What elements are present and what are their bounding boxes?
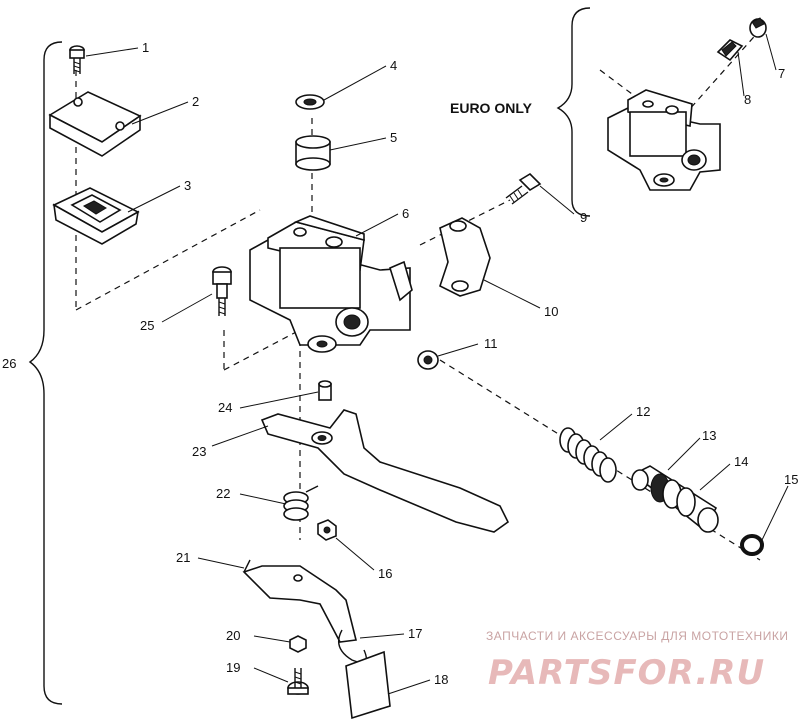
callout-1: 1 <box>142 40 149 55</box>
callout-12: 12 <box>636 404 650 419</box>
tag-18 <box>345 650 391 720</box>
euro-only-label: EURO ONLY <box>450 100 533 116</box>
screw-19 <box>287 668 309 695</box>
bracket-26 <box>28 41 63 705</box>
euro-master-cylinder <box>607 89 721 191</box>
lever-23 <box>260 409 510 533</box>
watermark-brand: PARTSFOR.RU <box>488 653 765 693</box>
callout-24: 24 <box>218 400 232 415</box>
washer-11 <box>417 350 439 370</box>
callout-22: 22 <box>216 486 230 501</box>
callout-20: 20 <box>226 628 240 643</box>
callout-9: 9 <box>580 210 587 225</box>
bolt-9 <box>505 172 542 205</box>
switch-bracket-21 <box>242 559 357 643</box>
washer-4 <box>295 94 325 110</box>
callout-14: 14 <box>734 454 748 469</box>
callout-4: 4 <box>390 58 397 73</box>
callout-21: 21 <box>176 550 190 565</box>
callout-17: 17 <box>408 626 422 641</box>
callout-26: 26 <box>2 356 16 371</box>
callout-25: 25 <box>140 318 154 333</box>
callout-5: 5 <box>390 130 397 145</box>
callout-8: 8 <box>744 92 751 107</box>
callout-13: 13 <box>702 428 716 443</box>
bolt-25 <box>212 266 232 316</box>
callout-labels: 1 2 3 4 5 6 7 8 9 10 11 12 13 14 15 16 1… <box>2 40 798 687</box>
diaphragm-3 <box>52 187 140 245</box>
callout-10: 10 <box>544 304 558 319</box>
snap-ring-15 <box>740 534 764 556</box>
callout-23: 23 <box>192 444 206 459</box>
bushing-5 <box>295 135 331 171</box>
nut-16 <box>317 519 337 541</box>
master-cylinder-6 <box>249 215 413 353</box>
callout-2: 2 <box>192 94 199 109</box>
callout-19: 19 <box>226 660 240 675</box>
bleeder-cap-7 <box>749 17 767 38</box>
leader-lines <box>85 33 789 695</box>
spring-22 <box>283 485 319 521</box>
watermark: ЗАПЧАСТИ И АКСЕССУАРЫ ДЛЯ МОТОТЕХНИКИ PA… <box>486 629 788 693</box>
callout-6: 6 <box>402 206 409 221</box>
watermark-caption: ЗАПЧАСТИ И АКСЕССУАРЫ ДЛЯ МОТОТЕХНИКИ <box>486 629 788 643</box>
clamp-10 <box>439 217 491 297</box>
callout-3: 3 <box>184 178 191 193</box>
callout-16: 16 <box>378 566 392 581</box>
spring-12 <box>559 427 617 483</box>
bleeder-8 <box>716 39 744 62</box>
bracket-euro <box>556 7 591 217</box>
piston-13-14 <box>631 465 719 533</box>
screw-1 <box>69 45 85 74</box>
reservoir-cover-2 <box>48 91 142 157</box>
callout-7: 7 <box>778 66 785 81</box>
callout-11: 11 <box>484 336 498 351</box>
callout-18: 18 <box>434 672 448 687</box>
nut-20 <box>289 635 307 653</box>
callout-15: 15 <box>784 472 798 487</box>
pin-24 <box>318 380 332 401</box>
